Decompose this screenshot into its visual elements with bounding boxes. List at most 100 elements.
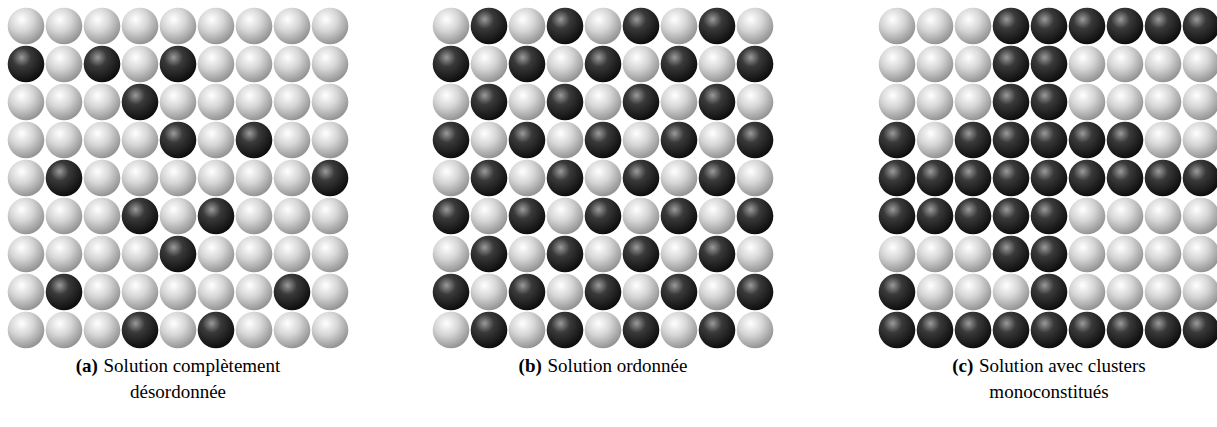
- light-sphere: [917, 8, 954, 45]
- light-sphere: [699, 198, 736, 235]
- dark-sphere: [661, 274, 698, 311]
- dark-sphere: [1183, 8, 1217, 45]
- light-sphere: [661, 312, 698, 349]
- light-sphere: [917, 274, 954, 311]
- light-sphere: [8, 8, 45, 45]
- dark-sphere: [1031, 312, 1068, 349]
- panel-tag: (c): [952, 355, 973, 376]
- dark-sphere: [955, 160, 992, 197]
- light-sphere: [1145, 198, 1182, 235]
- dark-sphere: [433, 274, 470, 311]
- light-sphere: [917, 84, 954, 121]
- light-sphere: [236, 236, 273, 273]
- dark-sphere: [699, 312, 736, 349]
- light-sphere: [1145, 84, 1182, 121]
- light-sphere: [198, 8, 235, 45]
- dark-sphere: [122, 198, 159, 235]
- dark-sphere: [879, 198, 916, 235]
- dark-sphere: [46, 274, 83, 311]
- light-sphere: [1183, 46, 1217, 83]
- dark-sphere: [623, 160, 660, 197]
- dark-sphere: [198, 312, 235, 349]
- light-sphere: [547, 274, 584, 311]
- dark-sphere: [993, 160, 1030, 197]
- light-sphere: [509, 312, 546, 349]
- light-sphere: [236, 84, 273, 121]
- dark-sphere: [1107, 8, 1144, 45]
- light-sphere: [471, 46, 508, 83]
- dark-sphere: [955, 122, 992, 159]
- light-sphere: [160, 312, 197, 349]
- light-sphere: [312, 274, 349, 311]
- light-sphere: [122, 46, 159, 83]
- dark-sphere: [509, 46, 546, 83]
- dark-sphere: [122, 312, 159, 349]
- light-sphere: [236, 160, 273, 197]
- light-sphere: [1145, 46, 1182, 83]
- dark-sphere: [1107, 312, 1144, 349]
- light-sphere: [917, 122, 954, 159]
- light-sphere: [1183, 122, 1217, 159]
- light-sphere: [585, 84, 622, 121]
- dark-sphere: [1031, 236, 1068, 273]
- light-sphere: [160, 198, 197, 235]
- light-sphere: [236, 46, 273, 83]
- dark-sphere: [312, 160, 349, 197]
- light-sphere: [661, 84, 698, 121]
- light-sphere: [84, 236, 121, 273]
- light-sphere: [661, 8, 698, 45]
- dark-sphere: [122, 84, 159, 121]
- light-sphere: [433, 160, 470, 197]
- light-sphere: [993, 274, 1030, 311]
- light-sphere: [955, 46, 992, 83]
- light-sphere: [84, 84, 121, 121]
- light-sphere: [1183, 274, 1217, 311]
- light-sphere: [8, 84, 45, 121]
- dark-sphere: [1069, 160, 1106, 197]
- dark-sphere: [509, 122, 546, 159]
- light-sphere: [1183, 236, 1217, 273]
- dark-sphere: [993, 198, 1030, 235]
- dark-sphere: [1069, 8, 1106, 45]
- dark-sphere: [1031, 274, 1068, 311]
- light-sphere: [312, 122, 349, 159]
- light-sphere: [46, 312, 83, 349]
- light-sphere: [585, 8, 622, 45]
- dark-sphere: [993, 122, 1030, 159]
- dark-sphere: [879, 312, 916, 349]
- dark-sphere: [623, 236, 660, 273]
- dark-sphere: [623, 8, 660, 45]
- dark-sphere: [917, 160, 954, 197]
- dark-sphere: [1031, 84, 1068, 121]
- light-sphere: [312, 198, 349, 235]
- dark-sphere: [1031, 8, 1068, 45]
- light-sphere: [433, 8, 470, 45]
- light-sphere: [236, 274, 273, 311]
- dark-sphere: [1107, 160, 1144, 197]
- light-sphere: [236, 8, 273, 45]
- light-sphere: [160, 84, 197, 121]
- light-sphere: [547, 198, 584, 235]
- light-sphere: [122, 160, 159, 197]
- dark-sphere: [471, 312, 508, 349]
- light-sphere: [1069, 46, 1106, 83]
- light-sphere: [879, 8, 916, 45]
- dark-sphere: [1031, 46, 1068, 83]
- light-sphere: [509, 160, 546, 197]
- light-sphere: [84, 198, 121, 235]
- light-sphere: [46, 236, 83, 273]
- light-sphere: [547, 46, 584, 83]
- light-sphere: [46, 84, 83, 121]
- dark-sphere: [623, 312, 660, 349]
- light-sphere: [84, 160, 121, 197]
- light-sphere: [1107, 46, 1144, 83]
- dark-sphere: [84, 46, 121, 83]
- light-sphere: [198, 84, 235, 121]
- dark-sphere: [661, 46, 698, 83]
- dark-sphere: [236, 122, 273, 159]
- panel-tag: (a): [76, 355, 98, 376]
- dark-sphere: [917, 312, 954, 349]
- light-sphere: [1145, 236, 1182, 273]
- dark-sphere: [8, 46, 45, 83]
- light-sphere: [547, 122, 584, 159]
